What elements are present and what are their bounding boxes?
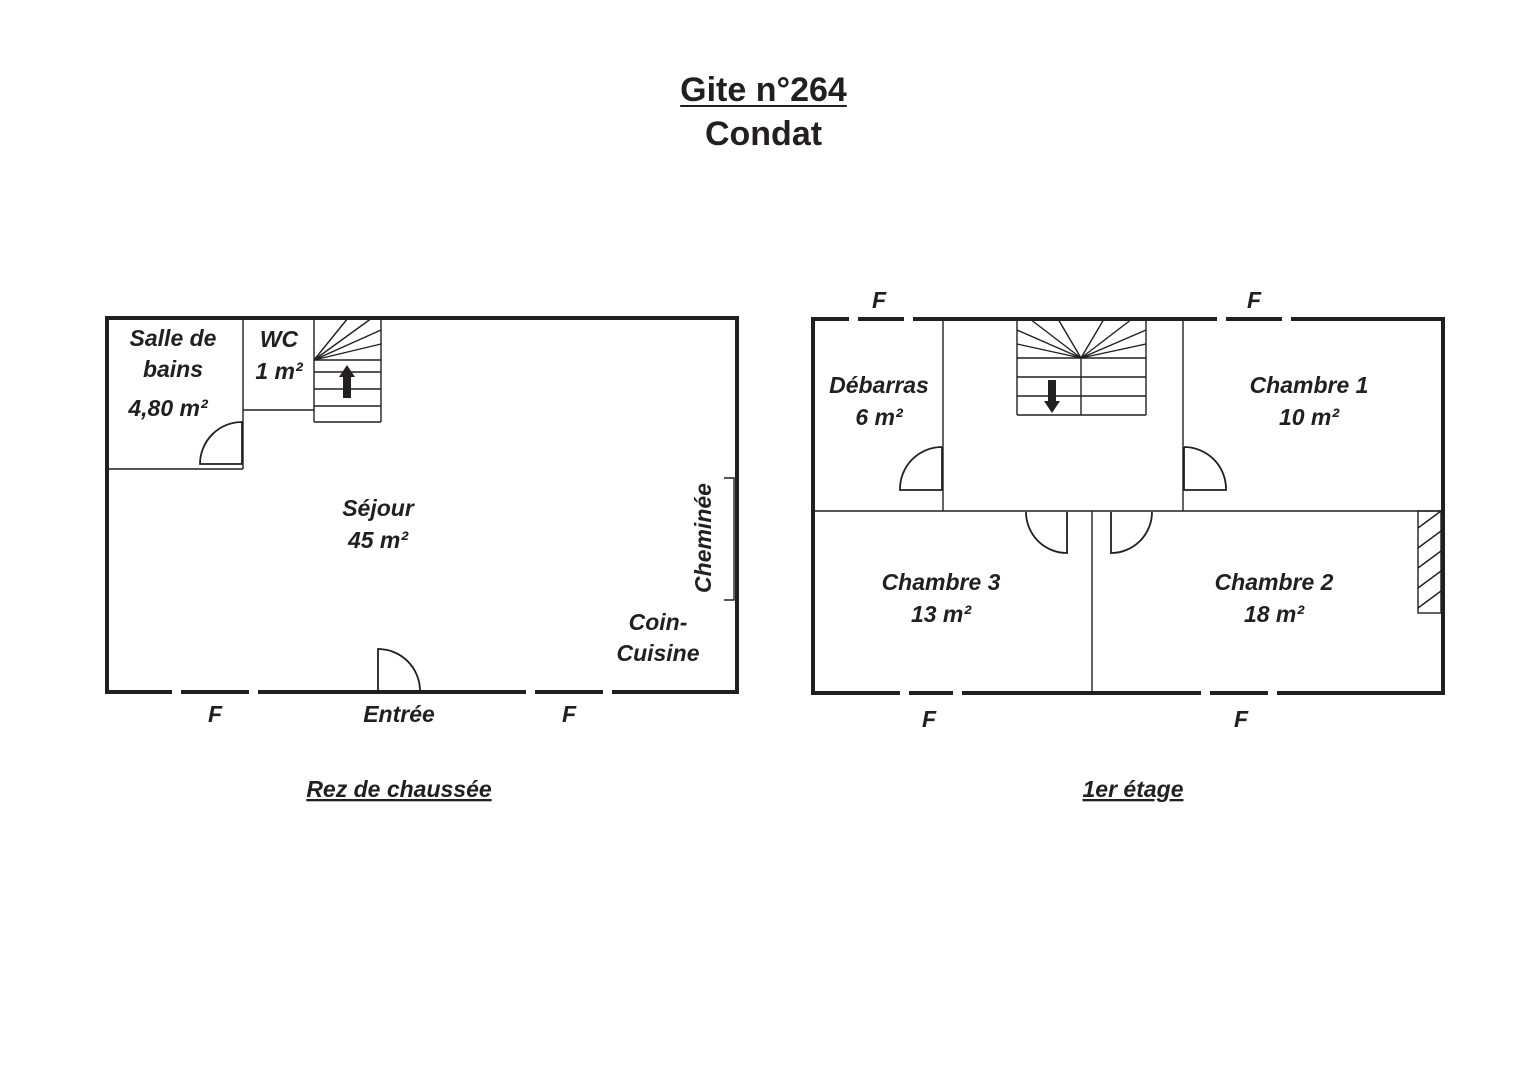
ground-floor-plan: Salle de bains 4,80 m² WC 1 m² Séjour 45… xyxy=(105,316,739,802)
bathroom-label-line2: bains xyxy=(143,356,203,382)
wc-area: 1 m² xyxy=(255,358,304,384)
fireplace-label: Cheminée xyxy=(690,483,716,593)
wc-label: WC xyxy=(260,326,299,352)
storage-door xyxy=(899,446,943,491)
page-subtitle: Condat xyxy=(704,115,823,153)
bedroom2-door xyxy=(1110,511,1153,554)
bedroom3-door xyxy=(1025,511,1068,554)
kitchen-label-line2: Cuisine xyxy=(616,640,699,666)
chimney-hatch xyxy=(1417,510,1442,614)
living-room-area: 45 m² xyxy=(347,527,409,553)
first-floor-partitions xyxy=(813,319,1443,693)
window-label: F xyxy=(562,701,577,727)
bathroom-label-line1: Salle de xyxy=(130,325,217,351)
storage-label: Débarras xyxy=(829,372,929,398)
entrance-label: Entrée xyxy=(363,701,435,727)
bedroom2-area: 18 m² xyxy=(1244,601,1305,627)
stair-up-arrow-icon xyxy=(339,365,355,398)
window-label: F xyxy=(1234,706,1249,732)
bedroom3-area: 13 m² xyxy=(911,601,972,627)
first-floor-staircase xyxy=(1016,318,1147,416)
ground-floor-caption: Rez de chaussée xyxy=(306,776,492,802)
window-label: F xyxy=(1247,287,1262,313)
entrance-door xyxy=(377,648,421,691)
kitchen-label-line1: Coin- xyxy=(629,609,688,635)
bathroom-door xyxy=(199,421,243,465)
first-floor-walls xyxy=(811,317,1445,695)
ground-floor-partitions xyxy=(107,318,315,470)
bathroom-area: 4,80 m² xyxy=(127,395,209,421)
window-label: F xyxy=(872,287,887,313)
bedroom1-door xyxy=(1183,446,1227,491)
page-title: Gite n°264 xyxy=(680,71,847,109)
bedroom1-area: 10 m² xyxy=(1279,404,1340,430)
bedroom1-label: Chambre 1 xyxy=(1250,372,1369,398)
ground-floor-walls xyxy=(105,316,739,694)
bedroom3-label: Chambre 3 xyxy=(882,569,1001,595)
window-label: F xyxy=(208,701,223,727)
stair-down-arrow-icon xyxy=(1044,380,1060,413)
storage-area: 6 m² xyxy=(855,404,904,430)
first-floor-plan: F F Débarras 6 m² Chambre 1 10 m² Chambr… xyxy=(811,287,1445,802)
living-room-label: Séjour xyxy=(342,495,415,521)
ground-floor-staircase xyxy=(313,317,382,423)
window-label: F xyxy=(922,706,937,732)
first-floor-caption: 1er étage xyxy=(1082,776,1183,802)
fireplace xyxy=(724,477,735,601)
bedroom2-label: Chambre 2 xyxy=(1215,569,1334,595)
